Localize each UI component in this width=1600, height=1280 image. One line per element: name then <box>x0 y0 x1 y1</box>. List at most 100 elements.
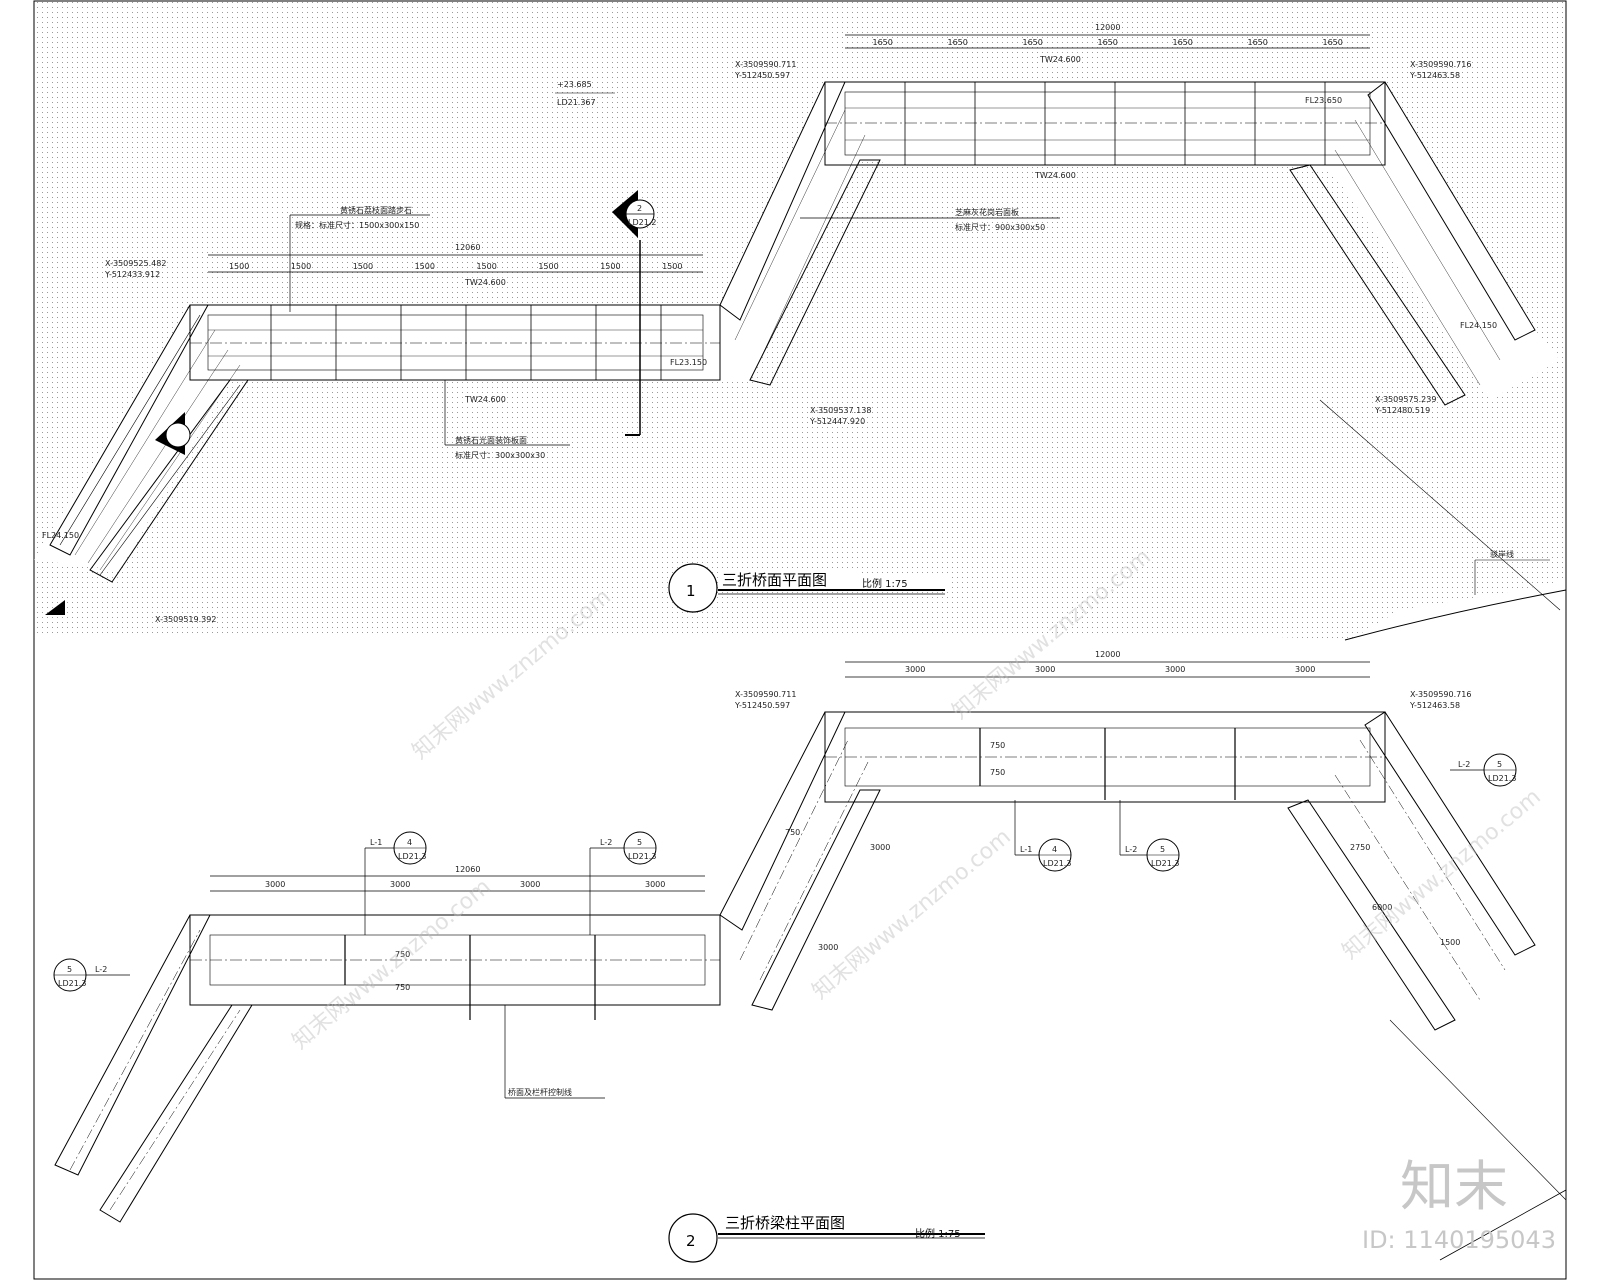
coordinate-label: X-3509590.716 <box>1410 60 1471 69</box>
plan1-top-seg: 1650 <box>873 38 893 47</box>
coordinate-label: Y-512447.920 <box>809 417 865 426</box>
beam-tag-ref: LD21.3 <box>1488 774 1516 783</box>
section-mark-number: 2 <box>637 204 642 213</box>
plan1-left-seg: 1500 <box>538 262 558 271</box>
plan1-left-seg: 1500 <box>662 262 682 271</box>
plan2-seg: 3000 <box>390 880 410 889</box>
brand-logo: 知末 ID: 1140195043 <box>1362 1155 1556 1254</box>
beam-tag: L-1 4 LD21.3 <box>364 831 427 935</box>
plan2-dim: 750 <box>785 828 800 837</box>
plan1-top-span: 12000 <box>1095 23 1120 32</box>
level-tag: TW24.600 <box>464 278 506 287</box>
plan1-left-seg: 1500 <box>353 262 373 271</box>
callout-trim-panel: 黄锈石光面装饰板面 <box>455 435 527 445</box>
plan2-dim: 750 <box>990 768 1005 777</box>
plan1-top-seg: 1650 <box>1173 38 1193 47</box>
beam-tag-num: 5 <box>1160 845 1165 854</box>
level-tag: FL23.650 <box>1305 96 1342 105</box>
plan2-bridge <box>54 711 1567 1261</box>
beam-tag: L-2 5 LD21.3 <box>1119 800 1180 872</box>
coordinate-label: Y-512450.597 <box>734 71 790 80</box>
beam-tag-label: L-2 <box>95 965 107 974</box>
brand-id: ID: 1140195043 <box>1362 1226 1556 1254</box>
plan2-callout: 桥面及栏杆控制线 <box>508 1087 572 1097</box>
coordinate-label: X-3509537.138 <box>810 406 871 415</box>
beam-tag-ref: LD21.3 <box>1043 859 1071 868</box>
beam-tag-label: L-1 <box>1020 845 1032 854</box>
plan1-left-seg: 1500 <box>600 262 620 271</box>
plan1-scale: 比例 1:75 <box>862 577 908 590</box>
beam-tag-ref: LD21.3 <box>398 852 426 861</box>
plan2-dim: 6000 <box>1372 903 1392 912</box>
coordinate-label: Y-512433.912 <box>104 270 160 279</box>
plan2-dim: 1500 <box>1440 938 1460 947</box>
beam-tag-num: 4 <box>1052 845 1057 854</box>
callout-step-stone: 黄锈石荔枝面踏步石 <box>340 205 412 215</box>
plan2-seg: 3000 <box>1035 665 1055 674</box>
plan1-top-seg: 1650 <box>1248 38 1268 47</box>
beam-tag-label: L-2 <box>1125 845 1137 854</box>
plan2-seg: 3000 <box>1165 665 1185 674</box>
plan2-dimensions <box>210 661 1370 892</box>
plan2-dim: 2750 <box>1350 843 1370 852</box>
plan1-left-seg: 1500 <box>415 262 435 271</box>
beam-tag: L-2 5 LD21.3 <box>1450 753 1517 787</box>
plan1-left-span: 12060 <box>455 243 480 252</box>
plan1-top-seg: 1650 <box>1323 38 1343 47</box>
callout-granite-panel: 芝麻灰花岗岩面板 <box>955 207 1019 217</box>
watermark: 知末网www.znzmo.com <box>808 824 1016 1004</box>
plan1-dimensions <box>208 34 1370 273</box>
beam-tag: L-1 4 LD21.3 <box>1014 800 1072 872</box>
coordinate-label: X-3509575.239 <box>1375 395 1436 404</box>
callout-step-stone-spec: 规格：标准尺寸：1500x300x150 <box>295 220 419 230</box>
section-mark-ref: LD21.2 <box>628 218 656 227</box>
coordinate-label: Y-512463.58 <box>1409 71 1460 80</box>
plan2-top-span: 12000 <box>1095 650 1120 659</box>
plan1-top-seg: 1650 <box>1023 38 1043 47</box>
plan2-seg: 3000 <box>265 880 285 889</box>
level-tag: FL23.150 <box>670 358 707 367</box>
beam-tag-num: 5 <box>637 838 642 847</box>
coordinate-label: Y-512450.597 <box>734 701 790 710</box>
coordinate-label: X-3509519.392 <box>155 615 216 624</box>
plan1-top-seg: 1650 <box>948 38 968 47</box>
spot-elevation-ref: LD21.367 <box>557 98 596 107</box>
plan2-seg: 3000 <box>645 880 665 889</box>
plan2-dim: 750 <box>990 741 1005 750</box>
plan1-left-seg: 1500 <box>476 262 496 271</box>
coordinate-label: X-3509590.711 <box>735 690 796 699</box>
coordinate-label: Y-512463.58 <box>1409 701 1460 710</box>
beam-tag-ref: LD21.3 <box>1151 859 1179 868</box>
beam-tag-num: 5 <box>1497 760 1502 769</box>
section-marker: 2 LD21.2 <box>45 190 656 615</box>
plan1-callouts: 黄锈石荔枝面踏步石 规格：标准尺寸：1500x300x150 芝麻灰花岗岩面板 … <box>289 205 1060 460</box>
plan1-left-seg: 1500 <box>229 262 249 271</box>
plan2-title: 三折桥梁柱平面图 <box>725 1214 845 1232</box>
plan2-title-block: 2 三折桥梁柱平面图 比例 1:75 <box>668 1213 985 1263</box>
plan1-title-block: 1 三折桥面平面图 比例 1:75 <box>668 563 948 613</box>
coordinate-label: Y-512480.519 <box>1374 406 1430 415</box>
callout-granite-spec: 标准尺寸：900x300x50 <box>955 222 1045 232</box>
beam-tag-num: 4 <box>407 838 412 847</box>
plan2-dim: 750 <box>395 983 410 992</box>
plan2-seg: 3000 <box>520 880 540 889</box>
plan2-dim: 3000 <box>818 943 838 952</box>
spot-elevation: +23.685 <box>557 80 592 89</box>
watermark: 知末网www.znzmo.com <box>288 874 496 1054</box>
beam-tag-label: L-1 <box>370 838 382 847</box>
plan2-dim: 3000 <box>870 843 890 852</box>
level-tag: FL24.150 <box>42 531 79 540</box>
level-tag: TW24.600 <box>1039 55 1081 64</box>
plan1-left-seg: 1500 <box>291 262 311 271</box>
level-tag: FL24.150 <box>1460 321 1497 330</box>
beam-tag: L-2 5 LD21.3 <box>589 831 657 935</box>
coordinate-label: X-3509590.716 <box>1410 690 1471 699</box>
beam-tag-label: L-2 <box>600 838 612 847</box>
plan2-seg: 3000 <box>1295 665 1315 674</box>
plan1-top-seg: 1650 <box>1098 38 1118 47</box>
plan1-title: 三折桥面平面图 <box>722 571 827 589</box>
beam-tag: 5 LD21.3 L-2 <box>53 958 130 992</box>
level-tag: TW24.600 <box>1034 171 1076 180</box>
beam-tag-ref: LD21.3 <box>628 852 656 861</box>
